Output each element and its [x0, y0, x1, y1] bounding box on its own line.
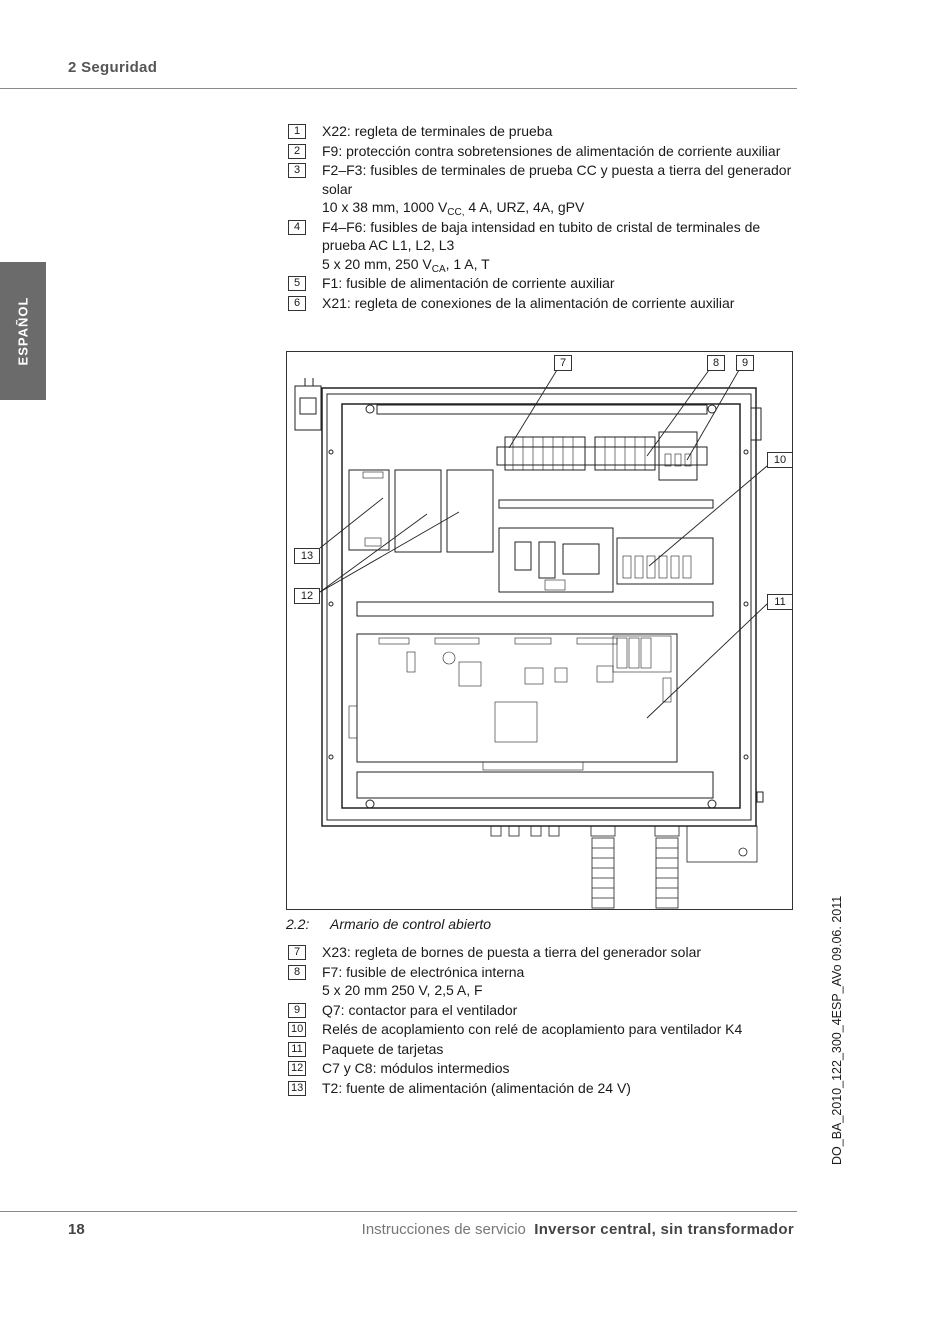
legend-text: Relés de acoplamiento con relé de acopla…: [322, 1021, 743, 1037]
legend-number-box: 1: [288, 124, 306, 139]
figure-caption-text: Armario de control abierto: [330, 916, 492, 932]
legend-text: 5 x 20 mm 250 V, 2,5 A, F: [322, 982, 483, 998]
legend-item-6: 6 X21: regleta de conexiones de la alimen…: [288, 294, 798, 313]
legend-item-4: 4 F4–F6: fusibles de baja intensidad en t…: [288, 218, 798, 274]
legend-item-8: 8 F7: fusible de electrónica interna 5 x 2…: [288, 963, 798, 1000]
legend-spec-post: 4 A, URZ, 4A, gPV: [464, 199, 585, 215]
legend-item-13: 13 T2: fuente de alimentación (alimentaci…: [288, 1079, 798, 1098]
legend-text: X21: regleta de conexiones de la aliment…: [322, 294, 735, 311]
document-code: DO_BA_2010_122_300_4ESP_AVo 09.06. 2011: [830, 895, 844, 1165]
figure-callout-13: 13: [294, 548, 320, 564]
legend-spec: 5 x 20 mm, 250 VCA, 1 A, T: [322, 255, 798, 275]
legend-number-box: 13: [288, 1080, 307, 1096]
page-number: 18: [68, 1221, 85, 1238]
figure-callout-12: 12: [294, 588, 320, 604]
legend-text: Q7: contactor para el ventilador: [322, 1001, 518, 1018]
legend-spec-pre: 5 x 20 mm, 250 V: [322, 255, 432, 272]
figure-caption-number: 2.2:: [286, 916, 310, 932]
legend-item-9: 9 Q7: contactor para el ventilador: [288, 1001, 798, 1020]
figure-caption: 2.2: Armario de control abierto: [286, 916, 491, 932]
legend-item-1: 1 X22: regleta de terminales de prueba: [288, 122, 798, 141]
figure-callout-11: 11: [767, 594, 793, 610]
figure-callout-8: 8: [707, 355, 725, 371]
legend-bottom: 7 X23: regleta de bornes de puesta a tier…: [288, 943, 798, 1098]
legend-text: T2: fuente de alimentación (alimentación…: [322, 1079, 631, 1096]
legend-number-box: 4: [288, 219, 306, 235]
footer-document-title: Instrucciones de servicio Inversor centr…: [362, 1221, 794, 1238]
footer-doc-type: Instrucciones de servicio: [361, 1221, 526, 1238]
legend-item-2: 2 F9: protección contra sobretensiones de…: [288, 142, 798, 161]
figure-callout-9: 9: [736, 355, 754, 371]
legend-spec: 10 x 38 mm, 1000 VCC, 4 A, URZ, 4A, gPV: [322, 198, 798, 218]
legend-text: Paquete de tarjetas: [322, 1040, 444, 1057]
control-cabinet-figure: 7 8 9 10 11 12 13: [286, 351, 793, 910]
legend-number-box: 6: [288, 295, 306, 311]
cabinet-drawing: [294, 369, 768, 909]
legend-item-5: 5 F1: fusible de alimentación de corrient…: [288, 274, 798, 293]
legend-number-box: 10: [288, 1022, 307, 1037]
legend-item-10: 10 Relés de acoplamiento con relé de acop…: [288, 1020, 798, 1039]
legend-number-box: 3: [288, 163, 306, 178]
legend-item-7: 7 X23: regleta de bornes de puesta a tier…: [288, 943, 798, 962]
legend-number-box: 2: [288, 143, 306, 159]
legend-number-box: 5: [288, 276, 306, 291]
language-tab-label: ESPAÑOL: [15, 296, 31, 366]
legend-number-box: 11: [288, 1041, 306, 1057]
legend-text: F7: fusible de electrónica interna: [322, 963, 525, 980]
footer-product: Inversor central, sin transformador: [534, 1221, 794, 1238]
legend-text: X22: regleta de terminales de prueba: [322, 123, 553, 139]
language-tab: ESPAÑOL: [0, 262, 46, 400]
legend-text: F9: protección contra sobretensiones de …: [322, 142, 781, 159]
footer-rule: [0, 1211, 797, 1212]
legend-number-box: 8: [288, 964, 306, 980]
header-rule: [0, 88, 797, 89]
legend-item-3: 3 F2–F3: fusibles de terminales de prueba…: [288, 161, 798, 218]
legend-text: F4–F6: fusibles de baja intensidad en tu…: [322, 218, 761, 254]
legend-text: X23: regleta de bornes de puesta a tierr…: [322, 944, 702, 960]
legend-item-12: 12 C7 y C8: módulos intermedios: [288, 1059, 798, 1078]
legend-spec-sub: CA: [431, 263, 446, 275]
legend-number-box: 9: [288, 1002, 306, 1018]
legend-text: F1: fusible de alimentación de corriente…: [322, 275, 615, 291]
legend-spec-post: , 1 A, T: [445, 255, 490, 272]
legend-text: F2–F3: fusibles de terminales de prueba …: [322, 162, 792, 197]
legend-number-box: 7: [288, 945, 306, 960]
legend-number-box: 12: [288, 1061, 307, 1076]
legend-item-11: 11 Paquete de tarjetas: [288, 1040, 798, 1059]
legend-spec-sub: CC,: [447, 207, 465, 218]
legend-text: C7 y C8: módulos intermedios: [322, 1060, 510, 1076]
figure-callout-10: 10: [767, 452, 793, 468]
section-title: 2 Seguridad: [68, 59, 158, 76]
legend-spec-pre: 10 x 38 mm, 1000 V: [322, 199, 448, 215]
figure-callout-7: 7: [554, 355, 572, 371]
legend-top: 1 X22: regleta de terminales de prueba 2 F9…: [288, 122, 798, 313]
